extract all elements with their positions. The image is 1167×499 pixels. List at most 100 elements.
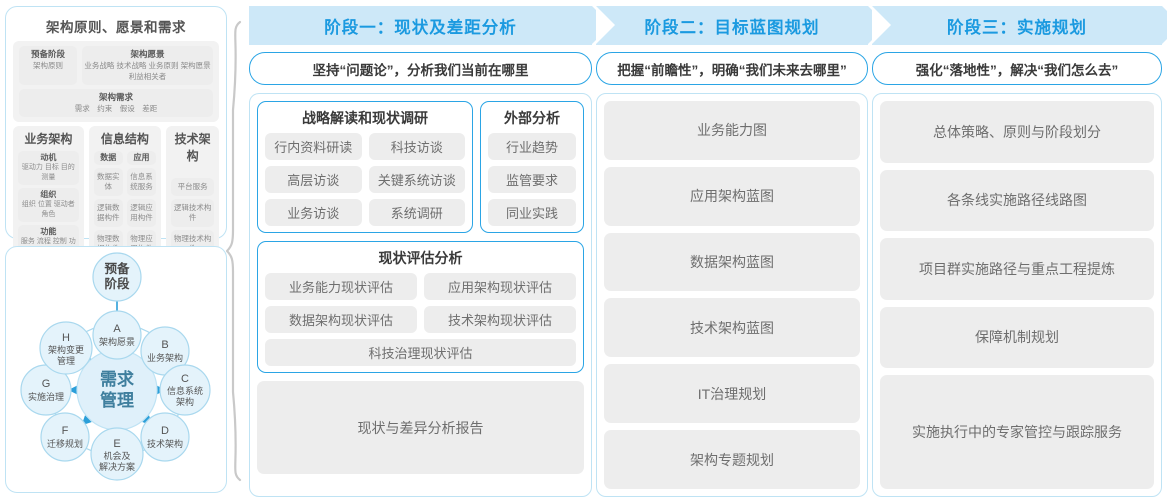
chip-industry-trend[interactable]: 行业趋势 xyxy=(488,133,576,160)
motivation-head: 动机 xyxy=(40,153,57,162)
phase-2-header-label: 阶段二：目标蓝图规划 xyxy=(644,18,820,37)
chips-row: 行内资料研读 科技访谈 xyxy=(265,133,465,160)
chip-data-architecture-assessment[interactable]: 数据架构现状评估 xyxy=(265,306,417,333)
logical-data-component-chip: 逻辑数据构件 xyxy=(93,199,123,227)
architecture-vision-head: 架构愿景 xyxy=(130,49,165,59)
chip-business-capability-map[interactable]: 业务能力图 xyxy=(604,101,860,160)
chip-business-interview[interactable]: 业务访谈 xyxy=(265,199,362,226)
chip-key-system-interview[interactable]: 关键系统访谈 xyxy=(368,166,465,193)
left-column: 架构原则、愿景和需求 预备阶段 架构原则 架构愿景 业务战略 技术战略 业务原则… xyxy=(5,6,227,493)
logical-tech-component-chip: 逻辑技术构件 xyxy=(171,199,214,227)
phase-1-top-groups: 战略解读和现状调研 行内资料研读 科技访谈 高层访谈 关键系统访谈 业务访谈 系… xyxy=(257,101,584,233)
adm-node-c-key: C xyxy=(181,373,189,385)
organization-head: 组织 xyxy=(40,190,57,199)
adm-node-a-label: 架构愿景 xyxy=(99,336,135,347)
chip-exec-interview[interactable]: 高层访谈 xyxy=(265,166,362,193)
strategy-research-title: 战略解读和现状调研 xyxy=(302,110,428,126)
adm-center-line2: 管理 xyxy=(100,390,134,410)
phase-1-header-label: 阶段一：现状及差距分析 xyxy=(324,18,517,37)
chips-row: 高层访谈 关键系统访谈 xyxy=(265,166,465,193)
adm-node-c-label2: 架构 xyxy=(176,396,194,407)
chip-peer-practice[interactable]: 同业实践 xyxy=(488,199,576,226)
business-architecture-column: 业务架构 动机 驱动力 目标 目的 测量 组织 组织 位置 驱动者 角色 功能 … xyxy=(13,126,84,263)
chip-system-survey[interactable]: 系统调研 xyxy=(368,199,465,226)
adm-prelim-line2: 阶段 xyxy=(104,276,130,291)
data-entity-chip: 数据实体 xyxy=(93,168,123,196)
logical-app-component-chip: 逻辑应用构件 xyxy=(126,199,157,227)
phase-1-header: 阶段一：现状及差距分析 xyxy=(249,6,611,45)
chip-architecture-topic-plan[interactable]: 架构专题规划 xyxy=(604,430,860,489)
adm-node-d-key: D xyxy=(161,425,169,437)
architecture-domain-columns: 业务架构 动机 驱动力 目标 目的 测量 组织 组织 位置 驱动者 角色 功能 … xyxy=(13,126,219,263)
organization-sub: 组织 位置 驱动者 角色 xyxy=(21,201,75,218)
adm-node-h-key: H xyxy=(62,332,70,344)
chip-tech-architecture-assessment[interactable]: 技术架构现状评估 xyxy=(424,306,576,333)
adm-node-h-label1: 架构变更 xyxy=(48,344,84,355)
adm-node-f-key: F xyxy=(62,425,69,437)
strategy-research-group: 战略解读和现状调研 行内资料研读 科技访谈 高层访谈 关键系统访谈 业务访谈 系… xyxy=(257,101,473,233)
adm-node-e-label2: 解决方案 xyxy=(99,461,135,472)
chip-it-governance-plan[interactable]: IT治理规划 xyxy=(604,364,860,424)
architecture-vision-sub: 业务战略 技术战略 业务原则 架构愿景 利益相关者 xyxy=(84,61,211,81)
chip-regulatory-requirement[interactable]: 监管要求 xyxy=(488,166,576,193)
chips-row: 业务能力现状评估 应用架构现状评估 xyxy=(265,273,576,300)
chips-row: 科技治理现状评估 xyxy=(265,339,576,366)
external-analysis-group: 外部分析 行业趋势 监管要求 同业实践 xyxy=(480,101,584,233)
chip-expert-control-tracking[interactable]: 实施执行中的专家管控与跟踪服务 xyxy=(880,375,1154,489)
togaf-panel-title: 架构原则、愿景和需求 xyxy=(46,20,186,35)
adm-prelim-line1: 预备 xyxy=(104,261,130,276)
phase-2-body: 业务能力图 应用架构蓝图 数据架构蓝图 技术架构蓝图 IT治理规划 架构专题规划 xyxy=(596,93,868,497)
adm-node-f-label: 迁移规划 xyxy=(47,438,83,449)
togaf-content-framework-panel: 架构原则、愿景和需求 预备阶段 架构原则 架构愿景 业务战略 技术战略 业务原则… xyxy=(5,6,227,316)
chip-data-architecture-blueprint[interactable]: 数据架构蓝图 xyxy=(604,232,860,292)
architecture-requirement-sub: 需求 约束 假设 差距 xyxy=(74,104,158,113)
data-subcolumn: 数据 数据实体 逻辑数据构件 物理数据构件 xyxy=(93,151,123,258)
organization-box: 组织 组织 位置 驱动者 角色 xyxy=(18,188,79,222)
chip-app-architecture-assessment[interactable]: 应用架构现状评估 xyxy=(424,273,576,300)
gap-analysis-report-chip[interactable]: 现状与差异分析报告 xyxy=(257,381,584,474)
data-head-box: 数据 xyxy=(93,151,123,165)
chip-tech-governance-assessment[interactable]: 科技治理现状评估 xyxy=(265,339,576,366)
adm-center-line1: 需求 xyxy=(100,369,134,389)
phase-1-subtitle: 坚持“问题论”，分析我们当前在哪里 xyxy=(249,52,592,85)
architecture-vision-box: 架构愿景 业务战略 技术战略 业务原则 架构愿景 利益相关者 xyxy=(82,46,213,85)
chip-tech-architecture-blueprint[interactable]: 技术架构蓝图 xyxy=(604,298,860,358)
chip-program-roadmap[interactable]: 项目群实施路径与重点工程提炼 xyxy=(880,238,1154,300)
chip-app-architecture-blueprint[interactable]: 应用架构蓝图 xyxy=(604,166,860,226)
adm-node-e-key: E xyxy=(113,438,120,450)
motivation-box: 动机 驱动力 目标 目的 测量 xyxy=(18,151,79,185)
adm-node-e-label1: 机会及 xyxy=(103,450,130,461)
information-system-service-chip: 信息系统服务 xyxy=(126,168,157,196)
phase-3-subtitle: 强化“落地性”，解决“我们怎么去” xyxy=(872,52,1162,85)
architecture-requirement-head: 架构需求 xyxy=(98,92,133,102)
chip-overall-strategy[interactable]: 总体策略、原则与阶段划分 xyxy=(880,101,1154,163)
data-head: 数据 xyxy=(100,153,117,162)
chips-row: 数据架构现状评估 技术架构现状评估 xyxy=(265,306,576,333)
prelim-phase-sub: 架构原则 xyxy=(33,61,63,70)
phase-2-subtitle: 把握“前瞻性”，明确“我们未来去哪里” xyxy=(596,52,868,85)
application-head-box: 应用 xyxy=(126,151,157,165)
current-state-assessment-group: 现状评估分析 业务能力现状评估 应用架构现状评估 数据架构现状评估 技术架构现状… xyxy=(257,241,584,373)
information-structure-column: 信息结构 数据 数据实体 逻辑数据构件 物理数据构件 应用 xyxy=(88,126,162,263)
chips-row: 行业趋势 xyxy=(488,133,576,160)
prelim-phase-box: 预备阶段 架构原则 xyxy=(19,46,77,85)
chips-row: 同业实践 xyxy=(488,199,576,226)
chip-business-capability-assessment[interactable]: 业务能力现状评估 xyxy=(265,273,417,300)
phase-1-body: 战略解读和现状调研 行内资料研读 科技访谈 高层访谈 关键系统访谈 业务访谈 系… xyxy=(249,93,592,497)
adm-node-a-key: A xyxy=(113,323,121,335)
brace-connector xyxy=(226,20,242,482)
chip-assurance-mechanism[interactable]: 保障机制规划 xyxy=(880,306,1154,369)
platform-service-chip: 平台服务 xyxy=(171,178,214,196)
prelim-phase-head: 预备阶段 xyxy=(30,49,65,59)
architecture-vision-section: 预备阶段 架构原则 架构愿景 业务战略 技术战略 业务原则 架构愿景 利益相关者… xyxy=(13,41,219,122)
motivation-sub: 驱动力 目标 目的 测量 xyxy=(21,164,75,181)
external-analysis-title: 外部分析 xyxy=(504,110,560,126)
information-structure-head: 信息结构 xyxy=(100,132,149,146)
chips-row: 监管要求 xyxy=(488,166,576,193)
adm-node-b-label: 业务架构 xyxy=(147,352,183,363)
chip-tech-interview[interactable]: 科技访谈 xyxy=(368,133,465,160)
chip-internal-materials[interactable]: 行内资料研读 xyxy=(265,133,362,160)
chip-line-roadmap[interactable]: 各条线实施路径线路图 xyxy=(880,169,1154,232)
phase-3-body: 总体策略、原则与阶段划分 各条线实施路径线路图 项目群实施路径与重点工程提炼 保… xyxy=(872,93,1162,497)
